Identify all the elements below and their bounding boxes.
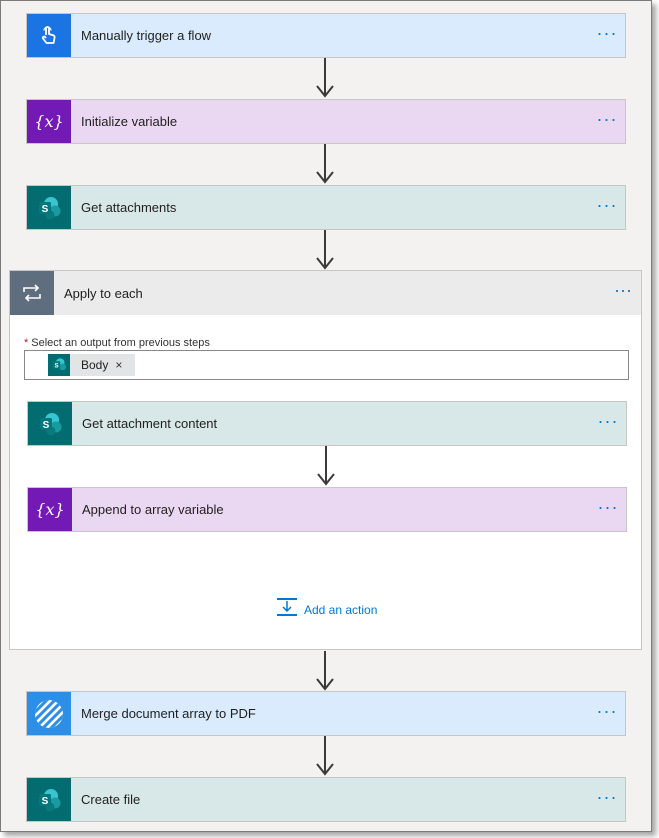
more-options-icon[interactable]: ··· bbox=[596, 22, 618, 43]
loop-arrows-icon bbox=[10, 271, 54, 315]
step-initialize-variable[interactable]: {𝑥} Initialize variable ··· bbox=[26, 99, 626, 144]
more-options-icon[interactable]: ··· bbox=[597, 496, 619, 517]
step-append-to-array-variable[interactable]: {𝑥} Append to array variable ··· bbox=[27, 487, 627, 532]
svg-text:S: S bbox=[42, 204, 49, 215]
more-options-icon[interactable]: ··· bbox=[596, 700, 618, 721]
more-options-icon[interactable]: ··· bbox=[596, 108, 618, 129]
variable-x-icon: {𝑥} bbox=[28, 488, 72, 531]
connector-arrow bbox=[315, 58, 335, 98]
variable-x-icon: {𝑥} bbox=[27, 100, 71, 143]
apply-to-each-header[interactable]: Apply to each ··· bbox=[10, 271, 641, 315]
more-options-icon[interactable]: ··· bbox=[596, 194, 618, 215]
touch-hand-icon bbox=[27, 14, 71, 57]
add-action-icon bbox=[276, 597, 298, 622]
svg-text:S: S bbox=[54, 362, 58, 369]
more-options-icon[interactable]: ··· bbox=[596, 786, 618, 807]
step-title: Create file bbox=[81, 792, 141, 807]
connector-arrow bbox=[315, 736, 335, 776]
svg-text:S: S bbox=[43, 420, 50, 431]
svg-text:S: S bbox=[42, 796, 49, 807]
svg-text:{𝑥}: {𝑥} bbox=[34, 112, 63, 131]
step-title: Manually trigger a flow bbox=[81, 28, 212, 43]
loop-title: Apply to each bbox=[64, 285, 143, 301]
more-options-icon[interactable]: ··· bbox=[597, 410, 619, 431]
connector-arrow bbox=[315, 651, 335, 691]
step-merge-document-array[interactable]: Merge document array to PDF ··· bbox=[26, 691, 626, 736]
connector-arrow bbox=[315, 230, 335, 270]
step-create-file[interactable]: S Create file ··· bbox=[26, 777, 626, 822]
connector-arrow bbox=[315, 144, 335, 184]
output-select-input[interactable]: S Body × bbox=[24, 350, 629, 380]
apply-to-each-container: Apply to each ··· *Select an output from… bbox=[9, 270, 642, 650]
add-an-action-button[interactable]: Add an action bbox=[276, 597, 377, 622]
field-label-text: Select an output from previous steps bbox=[31, 337, 210, 349]
step-manually-trigger[interactable]: Manually trigger a flow ··· bbox=[26, 13, 626, 58]
connector-arrow bbox=[316, 446, 336, 486]
dynamic-content-token[interactable]: S Body × bbox=[48, 354, 135, 376]
step-title: Get attachments bbox=[81, 200, 177, 215]
step-get-attachments[interactable]: S Get attachments ··· bbox=[26, 185, 626, 230]
sharepoint-icon: S bbox=[27, 186, 71, 229]
more-options-icon[interactable]: ··· bbox=[614, 280, 632, 300]
step-title: Get attachment content bbox=[82, 416, 218, 431]
remove-token-icon[interactable]: × bbox=[115, 358, 123, 372]
step-title: Merge document array to PDF bbox=[81, 706, 256, 721]
sharepoint-icon: S bbox=[48, 354, 70, 376]
step-get-attachment-content[interactable]: S Get attachment content ··· bbox=[27, 401, 627, 446]
output-field-label: *Select an output from previous steps bbox=[24, 337, 210, 349]
required-mark: * bbox=[24, 337, 29, 349]
add-action-label: Add an action bbox=[304, 602, 378, 617]
sharepoint-icon: S bbox=[27, 778, 71, 821]
step-title: Append to array variable bbox=[82, 502, 224, 517]
stripes-icon bbox=[27, 692, 71, 735]
sharepoint-icon: S bbox=[28, 402, 72, 445]
step-title: Initialize variable bbox=[81, 114, 178, 129]
svg-text:{𝑥}: {𝑥} bbox=[35, 500, 64, 519]
token-label: Body bbox=[81, 358, 109, 372]
